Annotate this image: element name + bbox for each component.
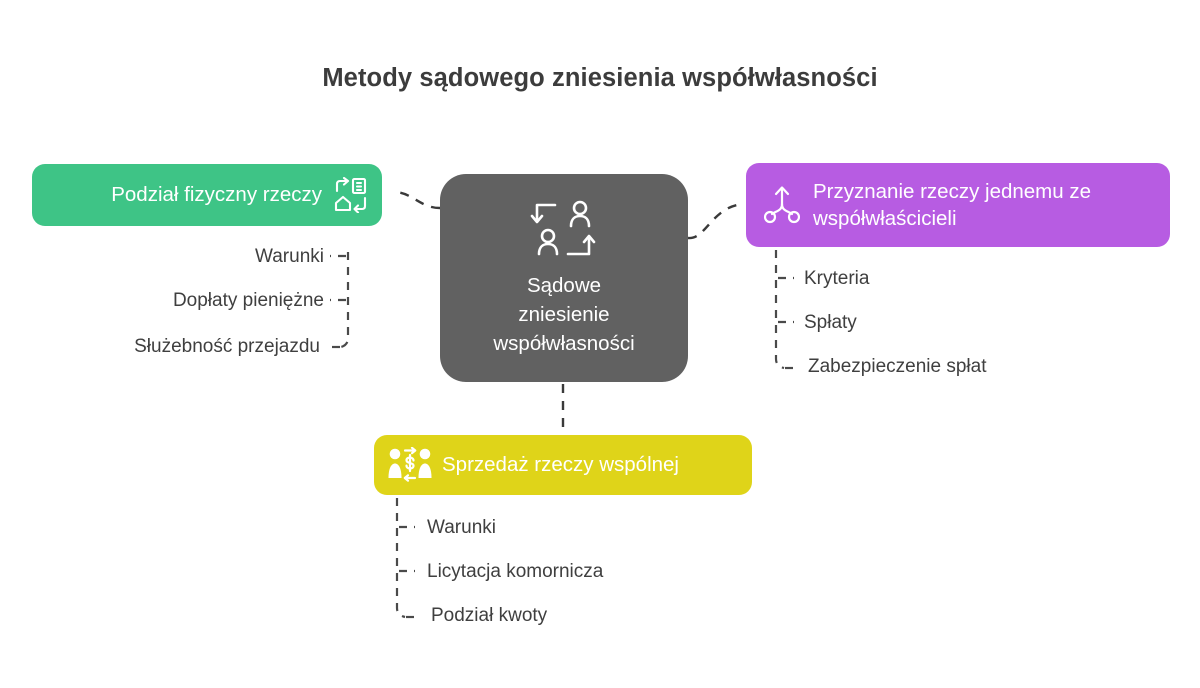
branch-label-sprzedaz-rzeczy: Sprzedaż rzeczy wspólnej <box>442 453 679 476</box>
connector-yellow-spine <box>395 498 406 619</box>
sub-item-sluzebnosc-przejazdu: Służebność przejazdu <box>134 336 320 357</box>
branch-allocation-icon <box>764 184 800 226</box>
sub-item-splaty: Spłaty <box>804 312 857 333</box>
sale-transaction-icon <box>388 447 432 483</box>
sub-item-doplaty-pieniezne: Dopłaty pieniężne <box>172 290 324 311</box>
connector-green-spine <box>340 252 350 349</box>
sub-item-licytacja-komornicza: Licytacja komornicza <box>427 561 604 582</box>
sub-item-kryteria: Kryteria <box>804 268 870 289</box>
sub-item-podzial-kwoty: Podział kwoty <box>431 605 548 626</box>
center-node[interactable]: Sądowe zniesienie współwłasności <box>440 174 688 382</box>
center-node-label-line2: zniesienie <box>518 302 610 326</box>
sub-item-zabezpieczenie-splat: Zabezpieczenie spłat <box>808 356 987 377</box>
sub-item-warunki-sprzedaz: Warunki <box>427 517 496 538</box>
property-swap-icon <box>334 177 368 213</box>
page-title: Metody sądowego zniesienia współwłasnośc… <box>322 64 878 92</box>
connector-center-to-green <box>393 190 441 210</box>
center-node-label-line3: współwłasności <box>493 331 635 355</box>
center-node-label: Sądowe zniesienie współwłasności <box>464 271 664 358</box>
center-node-label-line1: Sądowe <box>526 273 602 297</box>
people-exchange-icon <box>527 199 601 261</box>
branch-node-sprzedaz-rzeczy[interactable]: Sprzedaż rzeczy wspólnej <box>374 435 752 495</box>
connector-purple-spine <box>774 250 785 370</box>
branch-label-podzial-fizyczny: Podział fizyczny rzeczy <box>111 183 322 206</box>
branch-node-przyznanie-rzeczy[interactable]: Przyznanie rzeczy jednemu ze współwłaści… <box>746 163 1170 247</box>
connector-center-to-purple <box>687 202 745 240</box>
branch-label-przyznanie-rzeczy: Przyznanie rzeczy jednemu ze współwłaści… <box>813 180 1092 230</box>
sub-item-warunki-podzial: Warunki <box>255 246 324 267</box>
branch-node-podzial-fizyczny[interactable]: Podział fizyczny rzeczy <box>32 164 382 226</box>
